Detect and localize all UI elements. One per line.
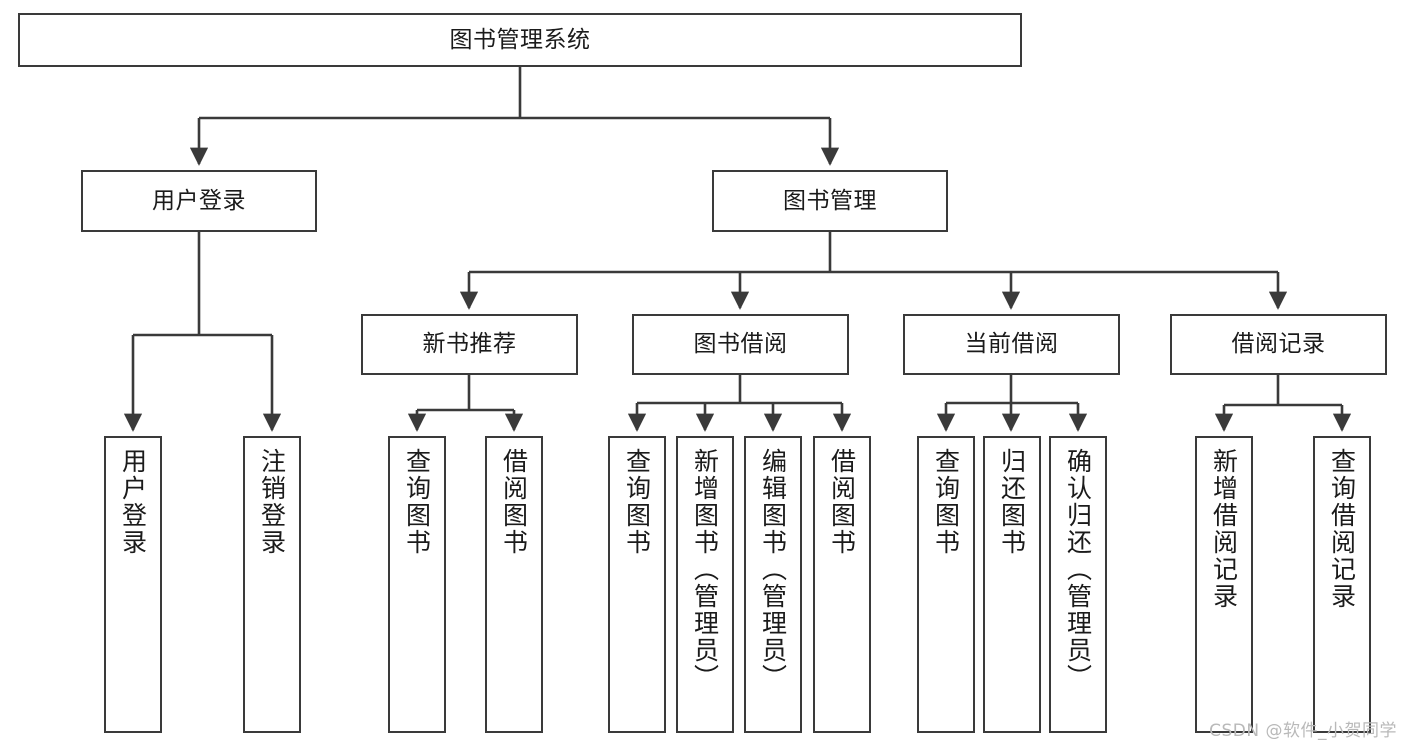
node-leaf-logout-label: 注销登录 — [257, 448, 287, 556]
node-current-borrow-label: 当前借阅 — [964, 331, 1059, 358]
node-book-management[interactable]: 图书管理 — [712, 170, 948, 232]
node-borrow-record[interactable]: 借阅记录 — [1170, 314, 1387, 375]
node-leaf-borrow-edit-book-label: 编辑图书（管理员） — [758, 448, 788, 691]
node-leaf-current-return-book[interactable]: 归还图书 — [983, 436, 1041, 733]
node-leaf-newbook-query-book[interactable]: 查询图书 — [388, 436, 446, 733]
node-leaf-current-confirm-return-label: 确认归还（管理员） — [1063, 448, 1093, 691]
node-leaf-current-return-book-label: 归还图书 — [997, 448, 1027, 556]
node-leaf-borrow-query-book-label: 查询图书 — [622, 448, 652, 556]
node-borrow-record-label: 借阅记录 — [1231, 331, 1326, 358]
node-leaf-user-login[interactable]: 用户登录 — [104, 436, 162, 733]
node-root-label: 图书管理系统 — [449, 26, 591, 53]
node-leaf-newbook-borrow-book[interactable]: 借阅图书 — [485, 436, 543, 733]
node-book-borrow[interactable]: 图书借阅 — [632, 314, 849, 375]
node-leaf-borrow-add-book-label: 新增图书（管理员） — [690, 448, 720, 691]
node-leaf-newbook-borrow-book-label: 借阅图书 — [499, 448, 529, 556]
node-book-management-label: 图书管理 — [783, 187, 877, 214]
node-user-login-label: 用户登录 — [152, 187, 246, 214]
node-leaf-current-confirm-return[interactable]: 确认归还（管理员） — [1049, 436, 1107, 733]
node-leaf-record-add-label: 新增借阅记录 — [1209, 448, 1239, 610]
node-leaf-record-query-label: 查询借阅记录 — [1327, 448, 1357, 610]
node-leaf-user-login-label: 用户登录 — [118, 448, 148, 556]
node-current-borrow[interactable]: 当前借阅 — [903, 314, 1120, 375]
node-leaf-borrow-edit-book[interactable]: 编辑图书（管理员） — [744, 436, 802, 733]
node-root[interactable]: 图书管理系统 — [18, 13, 1022, 67]
node-new-book-recommend[interactable]: 新书推荐 — [361, 314, 578, 375]
node-new-book-recommend-label: 新书推荐 — [422, 331, 517, 358]
node-leaf-current-query-book-label: 查询图书 — [931, 448, 961, 556]
node-leaf-record-add[interactable]: 新增借阅记录 — [1195, 436, 1253, 733]
node-leaf-logout[interactable]: 注销登录 — [243, 436, 301, 733]
node-user-login[interactable]: 用户登录 — [81, 170, 317, 232]
node-leaf-record-query[interactable]: 查询借阅记录 — [1313, 436, 1371, 733]
watermark: CSDN @软件_小贺同学 — [1209, 721, 1397, 741]
node-leaf-newbook-query-book-label: 查询图书 — [402, 448, 432, 556]
node-leaf-borrow-query-book[interactable]: 查询图书 — [608, 436, 666, 733]
node-leaf-borrow-borrow-book[interactable]: 借阅图书 — [813, 436, 871, 733]
node-leaf-current-query-book[interactable]: 查询图书 — [917, 436, 975, 733]
node-leaf-borrow-borrow-book-label: 借阅图书 — [827, 448, 857, 556]
node-leaf-borrow-add-book[interactable]: 新增图书（管理员） — [676, 436, 734, 733]
node-book-borrow-label: 图书借阅 — [693, 331, 788, 358]
